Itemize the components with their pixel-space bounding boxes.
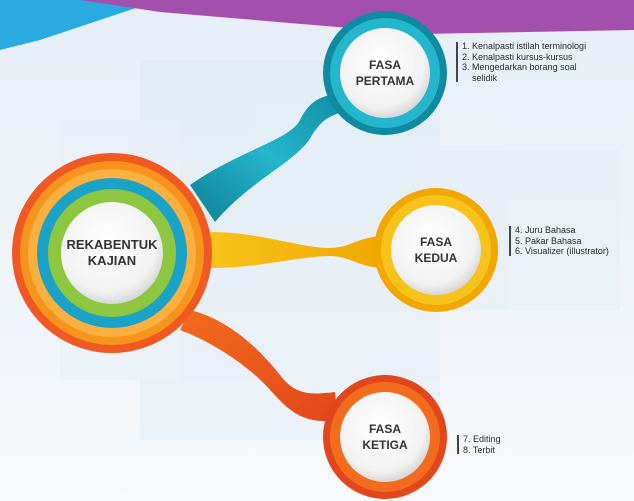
phase-3-divider (457, 435, 459, 454)
phase-2-items: 4. Juru Bahasa 5. Pakar Bahasa 6. Visual… (509, 225, 609, 257)
phase-3-items: 7. Editing 8. Terbit (457, 434, 501, 455)
phase-3-label-line2: KETIGA (362, 438, 408, 452)
banner-purple (80, 0, 634, 34)
phase-2-label-line2: KEDUA (415, 251, 458, 265)
connector-phase-3 (180, 310, 338, 422)
banner-blue (0, 0, 160, 50)
connector-phase-1 (190, 92, 352, 222)
list-item: 8. Terbit (463, 444, 495, 455)
phase-1-label-line2: PERTAMA (356, 74, 415, 88)
phase-3-label-line1: FASA (369, 422, 401, 436)
list-item: 3. Mengedarkan borang soal selidik (462, 62, 577, 83)
phase-3-node: FASA KETIGA (323, 375, 447, 499)
phase-1-node: FASA PERTAMA (323, 11, 447, 135)
phase-2-divider (509, 226, 511, 256)
list-item: 5. Pakar Bahasa (515, 235, 582, 246)
list-item: 7. Editing (463, 434, 501, 444)
hub-label-line1: REKABENTUK (67, 237, 159, 252)
list-item: 1. Kenalpasti istilah terminologi (462, 41, 587, 51)
hub-node: REKABENTUK KAJIAN (12, 153, 212, 353)
list-item: 6. Visualizer (illustrator) (515, 246, 609, 256)
list-item: 2. Kenalpasti kursus-kursus (462, 51, 573, 62)
phase-1-label-line1: FASA (369, 58, 401, 72)
hub-label-line2: KAJIAN (88, 253, 136, 268)
connector-phase-2 (210, 232, 385, 268)
phase-2-label-line1: FASA (420, 235, 452, 249)
phase-2-node: FASA KEDUA (374, 188, 498, 312)
list-item: 4. Juru Bahasa (515, 225, 576, 235)
phase-1-divider (456, 42, 458, 82)
phase-1-items: 1. Kenalpasti istilah terminologi 2. Ken… (456, 41, 587, 83)
